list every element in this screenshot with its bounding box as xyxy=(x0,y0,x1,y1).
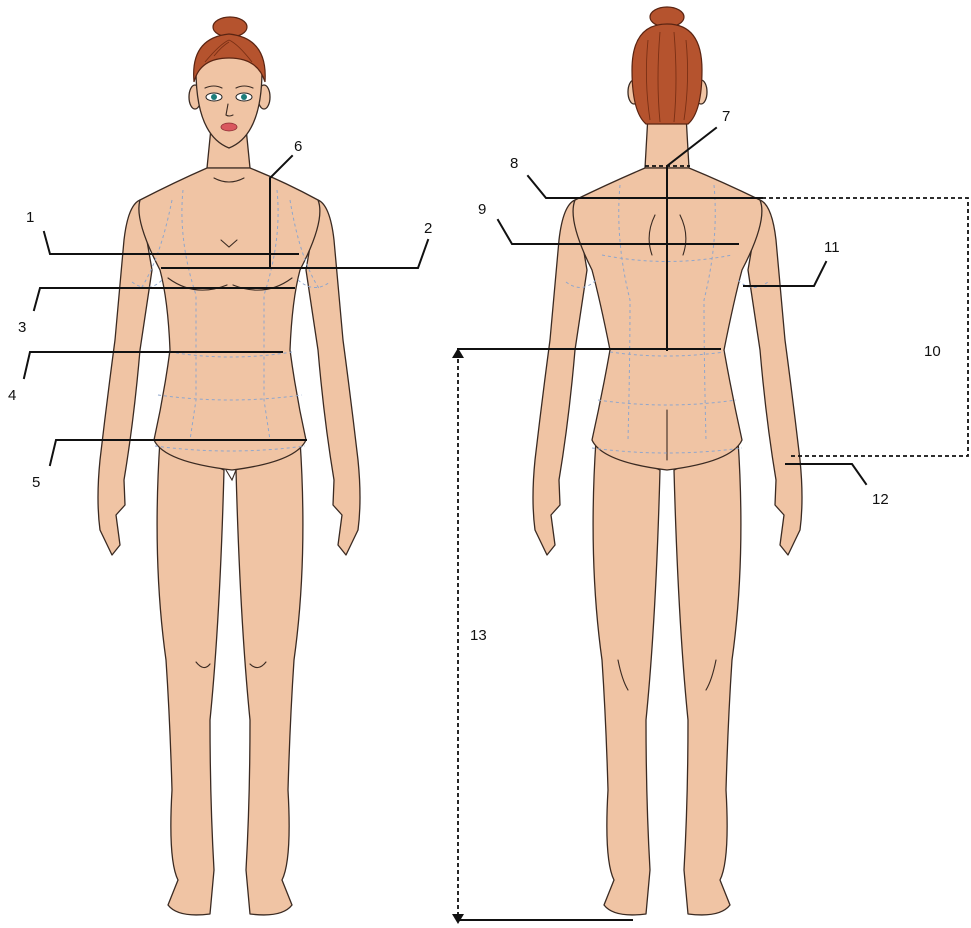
label-4: 4 xyxy=(8,387,16,404)
label-8: 8 xyxy=(510,155,518,172)
label-5: 5 xyxy=(32,474,40,491)
label-9: 9 xyxy=(478,201,486,218)
front-figure xyxy=(98,17,360,915)
label-11: 11 xyxy=(824,239,840,256)
label-7: 7 xyxy=(722,108,730,125)
measurement-labels: 1 2 3 4 5 6 7 8 9 10 11 12 13 xyxy=(8,108,941,644)
label-13: 13 xyxy=(470,627,487,644)
label-12: 12 xyxy=(872,491,889,508)
label-6: 6 xyxy=(294,138,302,155)
label-2: 2 xyxy=(424,220,432,237)
label-3: 3 xyxy=(18,319,26,336)
label-1: 1 xyxy=(26,209,34,226)
label-10: 10 xyxy=(924,343,941,360)
back-figure xyxy=(533,7,802,915)
